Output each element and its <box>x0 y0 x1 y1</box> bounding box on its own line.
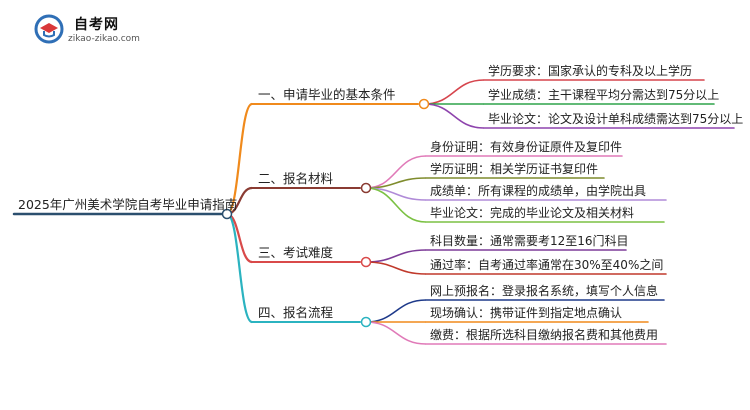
leaf-label-1-2: 学业成绩：主干课程平均分需达到75分以上 <box>488 88 720 102</box>
leaf-connector-1-1 <box>423 79 485 105</box>
branch-label-3: 三、考试难度 <box>258 245 334 260</box>
logo-cap <box>40 23 58 33</box>
leaf-connector-1-3 <box>423 103 485 129</box>
branch-node-4 <box>360 316 372 328</box>
branch-label-4: 四、报名流程 <box>258 305 334 320</box>
leaf-label-4-2: 现场确认：携带证件到指定地点确认 <box>430 306 623 320</box>
leaf-label-1-1: 学历要求：国家承认的专科及以上学历 <box>488 64 693 78</box>
leaf-label-2-2: 学历证明：相关学历证书复印件 <box>430 162 599 176</box>
branch-label-2: 二、报名材料 <box>258 171 334 186</box>
leaf-connector-2-4 <box>365 187 427 223</box>
branch-connector-4 <box>226 212 253 324</box>
leaf-label-2-1: 身份证明：有效身份证原件及复印件 <box>430 140 623 154</box>
leaf-label-2-3: 成绩单：所有课程的成绩单，由学院出具 <box>430 184 647 198</box>
leaf-label-2-4: 毕业论文：完成的毕业论文及相关材料 <box>430 206 635 220</box>
branch-label-1: 一、申请毕业的基本条件 <box>258 87 396 102</box>
leaf-label-3-1: 科目数量：通常需要考12至16门科目 <box>430 234 629 248</box>
branch-node-1 <box>418 98 430 110</box>
leaf-connector-4-3 <box>365 321 427 345</box>
site-logo: 自考网 zikao-zikao.com <box>34 12 144 52</box>
leaf-label-1-3: 毕业论文：论文及设计单科成绩需达到75分以上 <box>488 112 744 126</box>
logo-ring <box>34 14 64 44</box>
leaf-label-4-1: 网上预报名：登录报名系统，填写个人信息 <box>430 284 659 298</box>
leaf-connector-3-2 <box>365 261 427 275</box>
leaf-connector-3-1 <box>365 249 427 263</box>
graduation-cap-icon <box>34 14 64 44</box>
leaf-label-3-2: 通过率：自考通过率通常在30%至40%之间 <box>430 258 664 272</box>
root-topic-label: 2025年广州美术学院自考毕业申请指南 <box>18 197 238 212</box>
logo-domain-text: zikao-zikao.com <box>68 34 140 44</box>
branch-connector-3 <box>226 212 253 264</box>
branch-node-2 <box>360 182 372 194</box>
branch-connector-1 <box>226 102 253 216</box>
root-node <box>221 208 233 220</box>
branch-node-3 <box>360 256 372 268</box>
logo-brand-text: 自考网 <box>74 17 119 33</box>
leaf-label-4-3: 缴费：根据所选科目缴纳报名费和其他费用 <box>430 328 659 342</box>
leaf-connector-4-1 <box>365 299 427 323</box>
logo-cap-base <box>43 31 55 38</box>
